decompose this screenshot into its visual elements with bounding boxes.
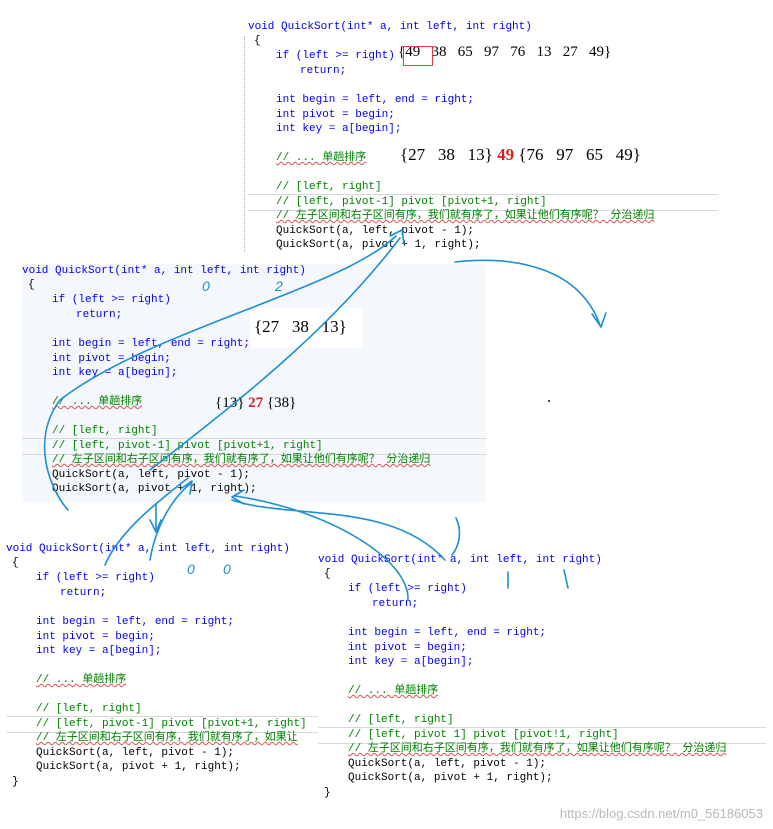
- arrow-hook: [451, 517, 461, 556]
- if-line: if (left >= right): [348, 583, 467, 595]
- comment-left-right: // [left, right]: [276, 181, 382, 193]
- pivot-line: int pivot = begin;: [36, 631, 155, 643]
- arrowhead-mid-left: [181, 480, 193, 495]
- return-line: return;: [300, 65, 347, 77]
- function-signature: void QuickSort(int* a, int left, int rig…: [6, 543, 290, 555]
- key-line: int key = a[begin];: [276, 123, 402, 135]
- array-subrange: {27 38 13}: [254, 317, 347, 336]
- current-line-highlight: [6, 716, 321, 733]
- arrowhead-back: [231, 489, 245, 505]
- current-line-highlight: [248, 194, 718, 211]
- hand-number-2: 2: [275, 278, 283, 294]
- call-left: QuickSort(a, left, pivot - 1);: [348, 758, 547, 770]
- code-panel-top: void QuickSort(int* a, int left, int rig…: [244, 20, 718, 258]
- hand-number-0b: 0: [223, 561, 231, 577]
- arrow-middle-to-bottom-left: [104, 477, 189, 566]
- function-signature: void QuickSort(int* a, int left, int rig…: [248, 21, 532, 33]
- pivot-line: int pivot = begin;: [52, 353, 171, 365]
- sort-comment: // ... 单趟排序: [348, 685, 439, 697]
- call-right: QuickSort(a, pivot + 1, right);: [348, 772, 553, 784]
- arrow-call-right: [454, 259, 601, 326]
- comment-ranges: // [left, pivot-1] pivot [pivot+1, right…: [36, 718, 307, 730]
- arrow-call-left-to-middle: [43, 235, 397, 511]
- function-signature: void QuickSort(int* a, int left, int rig…: [22, 265, 306, 277]
- arrow-middle-up: [149, 237, 401, 471]
- comment-ranges: // [left, pivot-1] pivot [pivot+1, right…: [276, 196, 547, 208]
- array-after-partition: {27 38 13} 49 {76 97 65 49}: [400, 145, 641, 164]
- comment-left-right: // [left, right]: [52, 425, 158, 437]
- sort-comment: // ... 单趟排序: [36, 674, 127, 686]
- call-right: QuickSort(a, pivot + 1, right);: [276, 239, 481, 251]
- arrowhead-right: [591, 312, 607, 328]
- code-panel-bottom-left: void QuickSort(int* a, int left, int rig…: [6, 542, 321, 792]
- call-right: QuickSort(a, pivot + 1, right);: [36, 761, 241, 773]
- brace-open: {: [12, 557, 19, 569]
- comment-left-right: // [left, right]: [36, 703, 142, 715]
- hand-number-0a: 0: [187, 561, 195, 577]
- comment-left-right: // [left, right]: [348, 714, 454, 726]
- begin-line: int begin = left, end = right;: [36, 616, 235, 628]
- comment-ranges: // [left, pivot 1] pivot [pivot!1, right…: [348, 729, 619, 741]
- call-left: QuickSort(a, left, pivot - 1);: [276, 225, 475, 237]
- sort-comment: // ... 单趟排序: [276, 152, 367, 164]
- brace-open: {: [254, 35, 261, 47]
- stray-dot: [548, 400, 550, 402]
- arrowhead-tick: [149, 519, 162, 533]
- arrow-bottom-left-up: [149, 483, 191, 561]
- function-signature: void QuickSort(int* a, int left, int rig…: [318, 554, 602, 566]
- if-line: if (left >= right): [36, 572, 155, 584]
- current-line-highlight: [22, 438, 486, 455]
- hand-number-0: 0: [202, 278, 210, 294]
- comment-explain: // 左子区间和右子区间有序，我们就有序了，如果让他们有序呢？ 分治递归: [348, 743, 727, 755]
- if-line: if (left >= right): [276, 50, 395, 62]
- pivot-line: int pivot = begin;: [276, 109, 395, 121]
- watermark: https://blog.csdn.net/m0_56186053: [559, 806, 763, 821]
- tick-right: [563, 569, 569, 589]
- brace-open: {: [28, 279, 35, 291]
- key-line: int key = a[begin];: [348, 656, 474, 668]
- code-gutter: [244, 36, 247, 252]
- return-line: return;: [76, 309, 123, 321]
- begin-line: int begin = left, end = right;: [52, 338, 251, 350]
- brace-close: }: [324, 787, 331, 799]
- brace-open: {: [324, 568, 331, 580]
- current-line-highlight: [318, 727, 766, 744]
- pivot-line: int pivot = begin;: [348, 642, 467, 654]
- arrow-bottom-right-back: [234, 495, 409, 601]
- begin-line: int begin = left, end = right;: [348, 627, 547, 639]
- brace-close: }: [12, 776, 19, 788]
- return-line: return;: [372, 598, 419, 610]
- comment-explain: // 左子区间和右子区间有序，我们就有序了，如果让他们有序呢？ 分治递归: [52, 454, 431, 466]
- code-panel-middle: void QuickSort(int* a, int left, int rig…: [22, 264, 486, 502]
- comment-ranges: // [left, pivot-1] pivot [pivot+1, right…: [52, 440, 323, 452]
- arrowhead-top: [389, 229, 405, 245]
- if-line: if (left >= right): [52, 294, 171, 306]
- call-right: QuickSort(a, pivot + 1, right);: [52, 483, 257, 495]
- key-line: int key = a[begin];: [52, 367, 178, 379]
- begin-line: int begin = left, end = right;: [276, 94, 475, 106]
- pivot-highlight-box: [403, 46, 433, 66]
- call-left: QuickSort(a, left, pivot - 1);: [36, 747, 235, 759]
- call-left: QuickSort(a, left, pivot - 1);: [52, 469, 251, 481]
- code-panel-bottom-right: void QuickSort(int* a, int left, int rig…: [318, 553, 766, 801]
- key-line: int key = a[begin];: [36, 645, 162, 657]
- comment-explain: // 左子区间和右子区间有序，我们就有序了，如果让他们有序呢？ 分治递归: [276, 210, 655, 222]
- return-line: return;: [60, 587, 107, 599]
- comment-explain: // 左子区间和右子区间有序，我们就有序了，如果让: [36, 732, 298, 744]
- arrow-middle-to-bottom-right: [231, 499, 446, 561]
- array-after-partition-2: {13} 27 {38}: [215, 395, 297, 411]
